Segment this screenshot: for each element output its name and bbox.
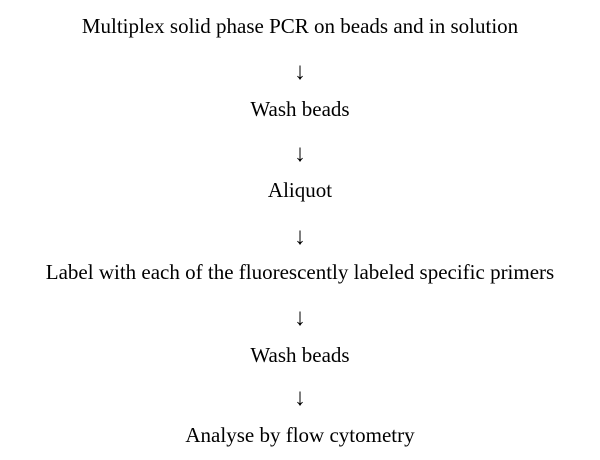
step-wash-beads-2: Wash beads xyxy=(250,343,350,367)
step-flow-cytometry: Analyse by flow cytometry xyxy=(185,423,415,447)
step-wash-beads: Wash beads xyxy=(250,97,350,121)
down-arrow-icon: ↓ xyxy=(294,59,306,85)
step-label-primers: Label with each of the fluorescently lab… xyxy=(45,260,555,284)
step-aliquot: Aliquot xyxy=(267,178,333,202)
down-arrow-icon: ↓ xyxy=(294,141,306,167)
step-multiplex-pcr: Multiplex solid phase PCR on beads and i… xyxy=(81,14,519,38)
down-arrow-icon: ↓ xyxy=(294,385,306,411)
down-arrow-icon: ↓ xyxy=(294,305,306,331)
down-arrow-icon: ↓ xyxy=(294,224,306,250)
